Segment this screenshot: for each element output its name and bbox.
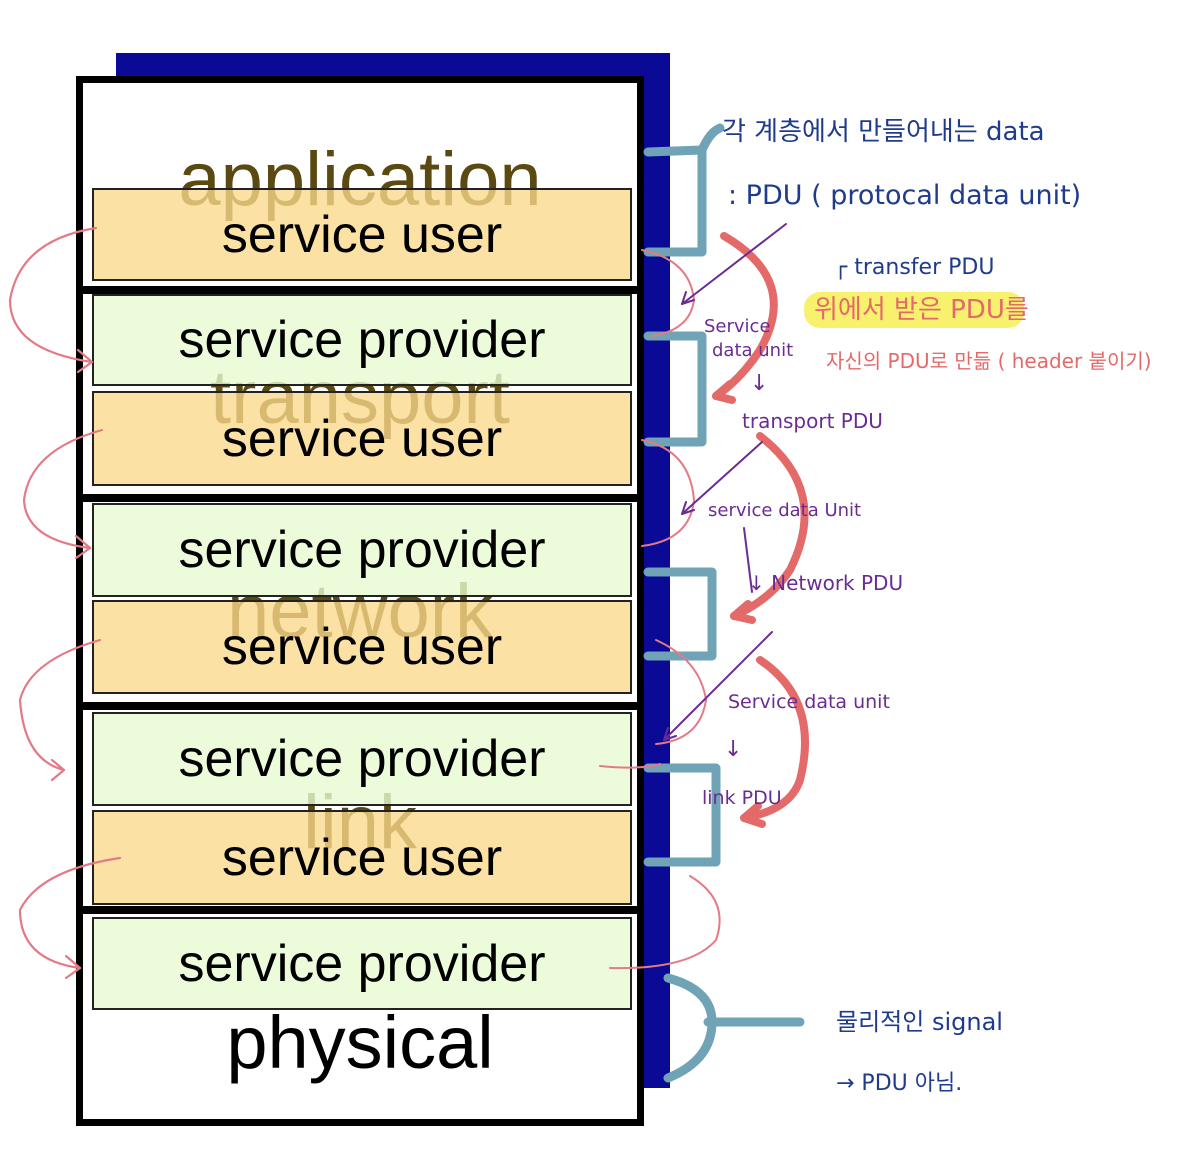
note-header1: 각 계층에서 만들어내는 data — [722, 117, 1045, 147]
bracket-application — [643, 145, 707, 257]
purple-arrow-1-head — [681, 291, 695, 305]
note-header2: : PDU ( protocal data unit) — [728, 180, 1081, 211]
bracket-transport — [643, 331, 707, 447]
note-sdu3: Service data unit — [728, 691, 890, 713]
network-service-provider: service provider — [92, 503, 632, 597]
note-physical-signal: 물리적인 signal — [836, 1008, 1003, 1036]
red-arrow-3 — [740, 656, 809, 822]
purple-arrow-3 — [743, 527, 753, 593]
purple-arrow-2-head — [681, 501, 695, 515]
transport-service-user: service user — [92, 391, 632, 486]
left-loop-1 — [8, 226, 98, 364]
service-user-label: service user — [221, 409, 503, 468]
right-loop-3 — [655, 639, 708, 745]
link-service-user: service user — [92, 810, 632, 905]
left-loop-1-head — [76, 348, 94, 374]
left-loop-3-head — [50, 758, 66, 782]
right-loop-5 — [609, 875, 721, 970]
note-not-pdu: → PDU 아님. — [836, 1071, 962, 1096]
pink-right-loops — [599, 249, 721, 970]
service-provider-label: service provider — [178, 730, 546, 788]
service-provider-label: service provider — [178, 521, 546, 579]
layer-name-physical: physical — [226, 1001, 494, 1084]
separator-transport-network — [76, 494, 644, 502]
pink-left-loops — [8, 226, 122, 980]
transport-service-provider: service provider — [92, 294, 632, 386]
left-loop-3 — [18, 638, 102, 772]
note-make-own-pdu: 자신의 PDU로 만듦 ( header 붙이기) — [826, 349, 1152, 373]
purple-arrows — [663, 223, 787, 741]
note-arrow3: ↓ — [724, 737, 742, 762]
service-provider-label: service provider — [178, 311, 546, 369]
teal-brackets — [643, 123, 805, 1083]
note-network-pdu: ↓ Network PDU — [748, 571, 903, 595]
red-arrow-1-head — [712, 380, 736, 404]
red-arrow-2 — [730, 432, 809, 620]
bracket-network — [643, 567, 717, 661]
link-service-provider: service provider — [92, 712, 632, 806]
purple-arrow-2 — [681, 441, 763, 515]
purple-arrow-1 — [681, 223, 787, 305]
separator-application-transport — [76, 286, 644, 294]
right-loop-4 — [599, 763, 661, 769]
purple-arrow-4 — [663, 631, 773, 741]
note-arrow1: ↓ — [750, 371, 768, 396]
bracket-physical — [663, 973, 717, 1083]
network-service-user: service user — [92, 600, 632, 694]
left-loop-2-head — [74, 534, 92, 560]
bracket-tail — [697, 123, 725, 155]
note-transfer-pdu: ┌ transfer PDU — [834, 255, 994, 280]
application-service-user: service user — [92, 188, 632, 281]
service-provider-label: service provider — [178, 934, 546, 993]
right-loop-2 — [641, 439, 696, 547]
physical-service-provider: service provider — [92, 917, 632, 1010]
left-loop-4-head — [64, 954, 82, 980]
note-sdu1-line1: Service — [704, 316, 771, 337]
service-user-label: service user — [221, 618, 503, 676]
separator-link-physical — [76, 906, 644, 914]
highlight-mark — [804, 292, 1024, 328]
red-encapsulation-arrows — [712, 232, 809, 828]
red-arrow-2-head — [730, 600, 756, 624]
left-loop-4 — [18, 856, 122, 970]
note-sdu2: service data Unit — [708, 500, 861, 521]
note-link-pdu: link PDU — [702, 787, 782, 809]
left-loop-2 — [22, 428, 104, 550]
red-arrow-3-head — [740, 802, 766, 828]
service-user-label: service user — [221, 205, 503, 264]
note-sdu1-line2: data unit — [712, 340, 793, 361]
bracket-link — [643, 763, 721, 867]
note-transport-pdu: transport PDU — [742, 409, 883, 433]
note-highlight: 위에서 받은 PDU를 — [814, 295, 1029, 325]
separator-network-link — [76, 702, 644, 710]
purple-arrow-4-head — [663, 727, 677, 741]
service-user-label: service user — [221, 828, 503, 887]
